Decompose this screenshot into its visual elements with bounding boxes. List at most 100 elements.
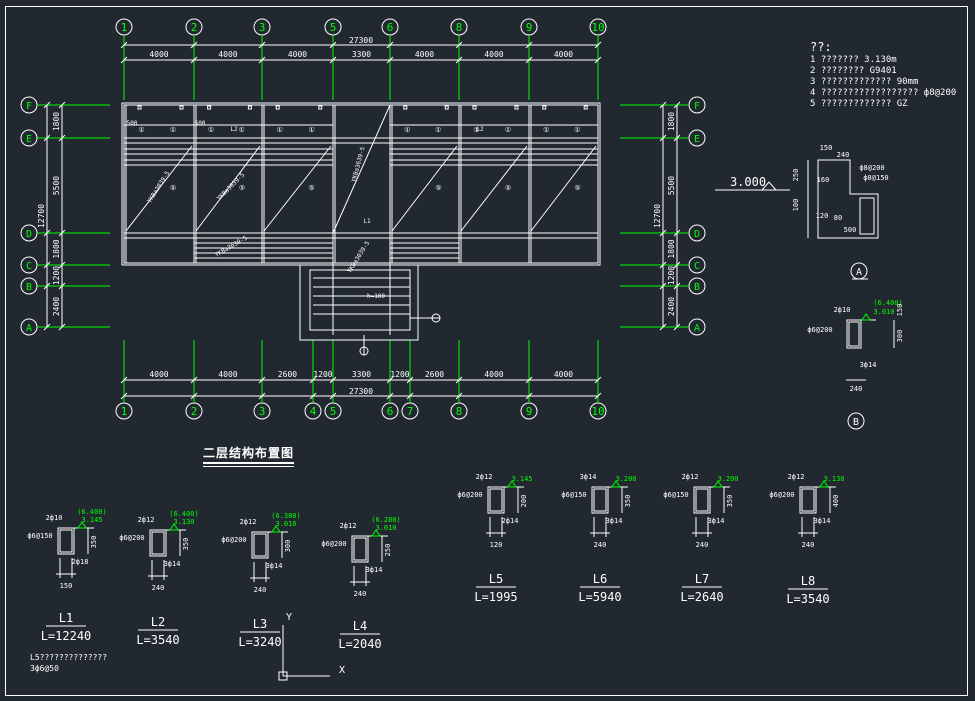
dim-tick — [58, 323, 66, 331]
dim-tick — [525, 41, 533, 49]
dim-value: 1800 — [52, 112, 61, 131]
dim-tick — [120, 56, 128, 64]
level-value: 3.200 — [717, 475, 738, 483]
dim-value: 1200 — [52, 266, 61, 285]
dim-tick — [659, 261, 667, 269]
level-triangle — [713, 480, 723, 488]
beam-length: L=2640 — [680, 590, 723, 604]
axis-label: 3 — [259, 405, 266, 418]
slab-diagonal — [263, 145, 332, 232]
dim-tick — [386, 41, 394, 49]
level-value: 3.010 — [275, 520, 296, 528]
small-label: 500 — [127, 120, 138, 127]
detail-a-label: A — [856, 267, 862, 278]
dim-width: 240 — [254, 586, 267, 594]
rebar-top: 2ф12 — [340, 522, 357, 530]
room-mark: ① — [574, 126, 580, 134]
dim-value: 4000 — [554, 370, 573, 379]
axis-label: E — [694, 134, 700, 145]
small-label: L2 — [476, 126, 484, 133]
rebar-bottom: 3ф14 — [164, 560, 181, 568]
dim-tick — [258, 56, 266, 64]
rebar-top: 2ф12 — [138, 516, 155, 524]
beam-section — [487, 486, 505, 514]
beam-section — [251, 531, 269, 559]
dim-value: 240 — [850, 385, 863, 393]
dim-tick — [455, 56, 463, 64]
detail-a-wall — [859, 197, 875, 235]
beam-section-inner — [151, 531, 165, 555]
axis-label: 8 — [456, 405, 463, 418]
room-mark: ① — [138, 126, 144, 134]
level-value: 3.000 — [730, 175, 766, 189]
axis-label: 3 — [259, 21, 266, 34]
level-value: 3.145 — [81, 516, 102, 524]
dim-tick — [58, 261, 66, 269]
room-mark: ① — [277, 126, 283, 134]
dim-tick — [673, 101, 681, 109]
rebar-bottom: 3ф14 — [708, 517, 725, 525]
room-mark: ① — [404, 126, 410, 134]
dim-tick — [190, 392, 198, 400]
dim-tick — [329, 392, 337, 400]
dim-value: 4000 — [484, 50, 503, 59]
slab-label: YKBa3039-5 — [146, 170, 171, 205]
beam-name: L2 — [151, 615, 165, 629]
column-mark — [542, 105, 547, 110]
beam-length: L=2040 — [338, 637, 381, 651]
level-value: 3.130 — [823, 475, 844, 483]
room-mark: ⑤ — [505, 184, 511, 192]
dim-value: 4000 — [288, 50, 307, 59]
rebar-stirrup: ф6@200 — [457, 491, 482, 499]
slab-diagonal — [460, 145, 528, 232]
axis-label: 8 — [456, 21, 463, 34]
room-mark: ① — [170, 126, 176, 134]
level-triangle — [371, 529, 381, 537]
beam-section — [591, 486, 609, 514]
dim-value: 250 — [792, 169, 800, 182]
dim-tick — [120, 392, 128, 400]
dim-value: 80 — [834, 214, 842, 222]
dim-tick — [659, 229, 667, 237]
column-mark — [472, 105, 477, 110]
rebar-label: ф6@200 — [807, 326, 832, 334]
dim-tick — [659, 101, 667, 109]
beam-length: L=12240 — [41, 629, 92, 643]
dim-tick — [43, 323, 51, 331]
dim-tick — [258, 41, 266, 49]
dim-height: 400 — [832, 495, 840, 508]
column-mark — [318, 105, 323, 110]
level-value: (6.400) — [169, 510, 199, 518]
note-line: 5 ????????????? GZ — [810, 99, 908, 109]
l5-note-line1: L5?????????????? — [30, 653, 108, 662]
beam-section-inner — [801, 488, 815, 512]
rebar-top: 2ф10 — [46, 514, 63, 522]
dim-tick — [659, 282, 667, 290]
level-value: 3.145 — [511, 475, 532, 483]
dim-value: 3300 — [352, 50, 371, 59]
room-mark: ① — [238, 126, 244, 134]
dim-height: 300 — [284, 540, 292, 553]
beam-name: L4 — [353, 619, 367, 633]
axis-label: A — [26, 323, 32, 334]
dim-tick — [43, 134, 51, 142]
dim-tick — [594, 376, 602, 384]
slab-diagonal — [391, 145, 458, 232]
axis-label: 6 — [387, 405, 394, 418]
beam-section — [149, 529, 167, 557]
dim-value: 2600 — [278, 370, 297, 379]
dim-value: 2600 — [425, 370, 444, 379]
beam-length: L=3540 — [786, 592, 829, 606]
level-triangle — [169, 523, 179, 531]
room-mark: ① — [435, 126, 441, 134]
axis-label: 5 — [330, 21, 337, 34]
dim-width: 240 — [802, 541, 815, 549]
rebar-bottom: 2ф18 — [72, 558, 89, 566]
axis-label: F — [26, 101, 32, 112]
dim-tick — [406, 392, 414, 400]
slab-label: YKBa3639-5 — [350, 146, 366, 183]
